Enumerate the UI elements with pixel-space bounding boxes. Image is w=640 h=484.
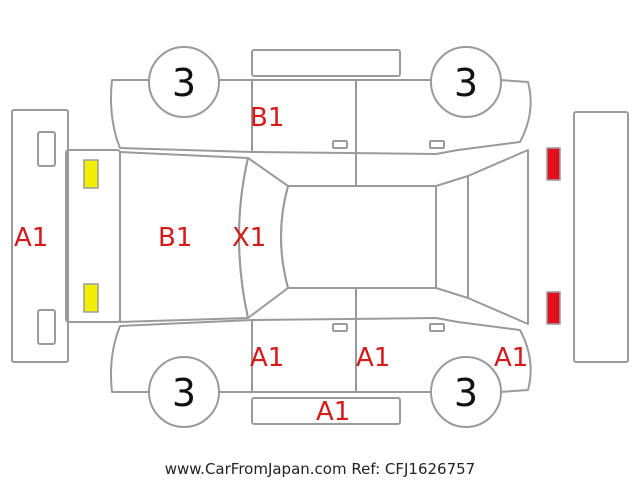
front-bumper-slot-top [37, 131, 56, 167]
tire-circle [430, 46, 502, 118]
footer-reference: www.CarFromJapan.com Ref: CFJ1626757 [165, 460, 475, 478]
headlight-right-marker [83, 283, 99, 313]
taillight-right-marker [546, 291, 561, 325]
taillight-left-marker [546, 147, 561, 181]
damage-label-rear-door-right: A1 [356, 343, 390, 373]
damage-label-rear-quarter-right: A1 [494, 343, 528, 373]
front-bumper-panel [11, 109, 69, 363]
damage-label-rocker-right: A1 [316, 397, 350, 427]
left-rocker-strip [251, 49, 401, 77]
tire-rear-left: 3 [430, 46, 502, 118]
damage-label-front-bumper: A1 [14, 223, 48, 253]
tire-front-right: 3 [148, 356, 220, 428]
car-outline [11, 49, 629, 425]
trunk-panel [467, 149, 529, 325]
front-bumper-slot-bottom [37, 309, 56, 345]
tire-circle [430, 356, 502, 428]
right-rocker-strip [251, 397, 401, 425]
damage-label-roof-upper-left: B1 [250, 103, 284, 133]
tire-rear-right: 3 [430, 356, 502, 428]
damage-label-hood: B1 [158, 223, 192, 253]
damage-label-front-door-right: A1 [250, 343, 284, 373]
rear-window-glass [435, 175, 469, 299]
tire-circle [148, 46, 220, 118]
tire-rating-front-left: 3 [172, 61, 196, 105]
rear-bumper-panel [573, 111, 629, 363]
roof-panel [280, 185, 437, 289]
tire-rating-rear-left: 3 [454, 61, 478, 105]
tire-rating-rear-right: 3 [454, 371, 478, 415]
right-front-door-handle [332, 323, 348, 332]
right-rear-door-handle [429, 323, 445, 332]
tire-circle [148, 356, 220, 428]
headlight-left-marker [83, 159, 99, 189]
damage-label-windshield: X1 [232, 223, 266, 253]
left-rear-door-handle [429, 140, 445, 149]
tire-front-left: 3 [148, 46, 220, 118]
left-front-door-handle [332, 140, 348, 149]
tire-rating-front-right: 3 [172, 371, 196, 415]
